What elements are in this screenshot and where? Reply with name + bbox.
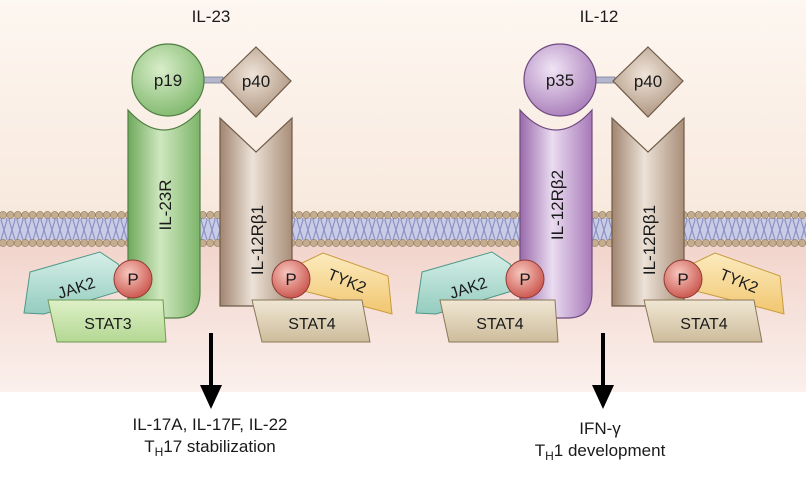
cytokine-ligand: p19 p40: [131, 43, 292, 118]
right-stat: STAT4: [251, 299, 371, 343]
th-prefix: T: [144, 437, 155, 456]
right-phospho: P: [663, 259, 703, 299]
secondary-receptor: IL-12Rβ1: [611, 116, 685, 307]
p40-subunit: p40: [612, 46, 684, 118]
alpha-subunit-label: p35: [546, 71, 574, 90]
secondary-receptor: IL-12Rβ1: [219, 116, 293, 307]
right-kinase: TYK2: [691, 252, 785, 315]
left-kinase: JAK2: [415, 251, 523, 315]
il23-output-cytokines: IL-17A, IL-17F, IL-22: [132, 415, 288, 434]
phospho-label: P: [677, 270, 688, 289]
left-phospho: P: [505, 259, 545, 299]
th-effect-text: 1 development: [553, 441, 666, 460]
signaling-arrow: [200, 333, 222, 409]
alpha-subunit-label: p19: [154, 71, 182, 90]
subunit-linker: [202, 76, 224, 84]
p40-subunit: p40: [220, 46, 292, 118]
th-effect-text: 17 stabilization: [163, 437, 276, 456]
il23-output-caption: IL-17A, IL-17F, IL-22 TH17 stabilization: [60, 414, 360, 458]
right-phospho: P: [271, 259, 311, 299]
signaling-arrow: [592, 333, 614, 409]
subunit-linker: [594, 76, 616, 84]
alpha-subunit: p35: [523, 43, 597, 117]
alpha-subunit: p19: [131, 43, 205, 117]
p40-label: p40: [634, 72, 662, 91]
secondary-receptor-label: IL-12Rβ1: [248, 205, 267, 275]
primary-receptor-label: IL-12Rβ2: [548, 170, 567, 240]
right-stat-label: STAT4: [680, 316, 728, 333]
il12-title: IL-12: [579, 7, 619, 26]
th-subscript: H: [545, 449, 554, 463]
right-kinase: TYK2: [299, 252, 393, 315]
th-prefix: T: [534, 441, 546, 460]
extracellular-space: [0, 0, 806, 225]
primary-receptor-label: IL-23R: [156, 179, 175, 230]
left-stat: STAT4: [439, 299, 559, 343]
il12-output-cytokines: IFN-γ: [579, 419, 621, 438]
right-stat: STAT4: [643, 299, 763, 343]
p40-label: p40: [242, 72, 270, 91]
right-stat-label: STAT4: [288, 316, 336, 333]
phospho-label: P: [519, 270, 530, 289]
cell-membrane: [0, 211, 806, 247]
left-phospho: P: [113, 259, 153, 299]
phospho-label: P: [285, 270, 296, 289]
left-stat-label: STAT3: [84, 316, 132, 333]
il23-output-effect: TH17 stabilization: [60, 436, 360, 458]
secondary-receptor-label: IL-12Rβ1: [640, 205, 659, 275]
cytokine-ligand: p35 p40: [523, 43, 684, 118]
phospho-label: P: [127, 270, 138, 289]
il12-output-effect: TH1 development: [450, 440, 750, 462]
il12-output-caption: IFN-γ TH1 development: [450, 418, 750, 462]
left-stat: STAT3: [47, 299, 167, 343]
th-subscript: H: [154, 445, 164, 459]
il23-title: IL-23: [191, 7, 231, 26]
left-stat-label: STAT4: [476, 316, 524, 333]
